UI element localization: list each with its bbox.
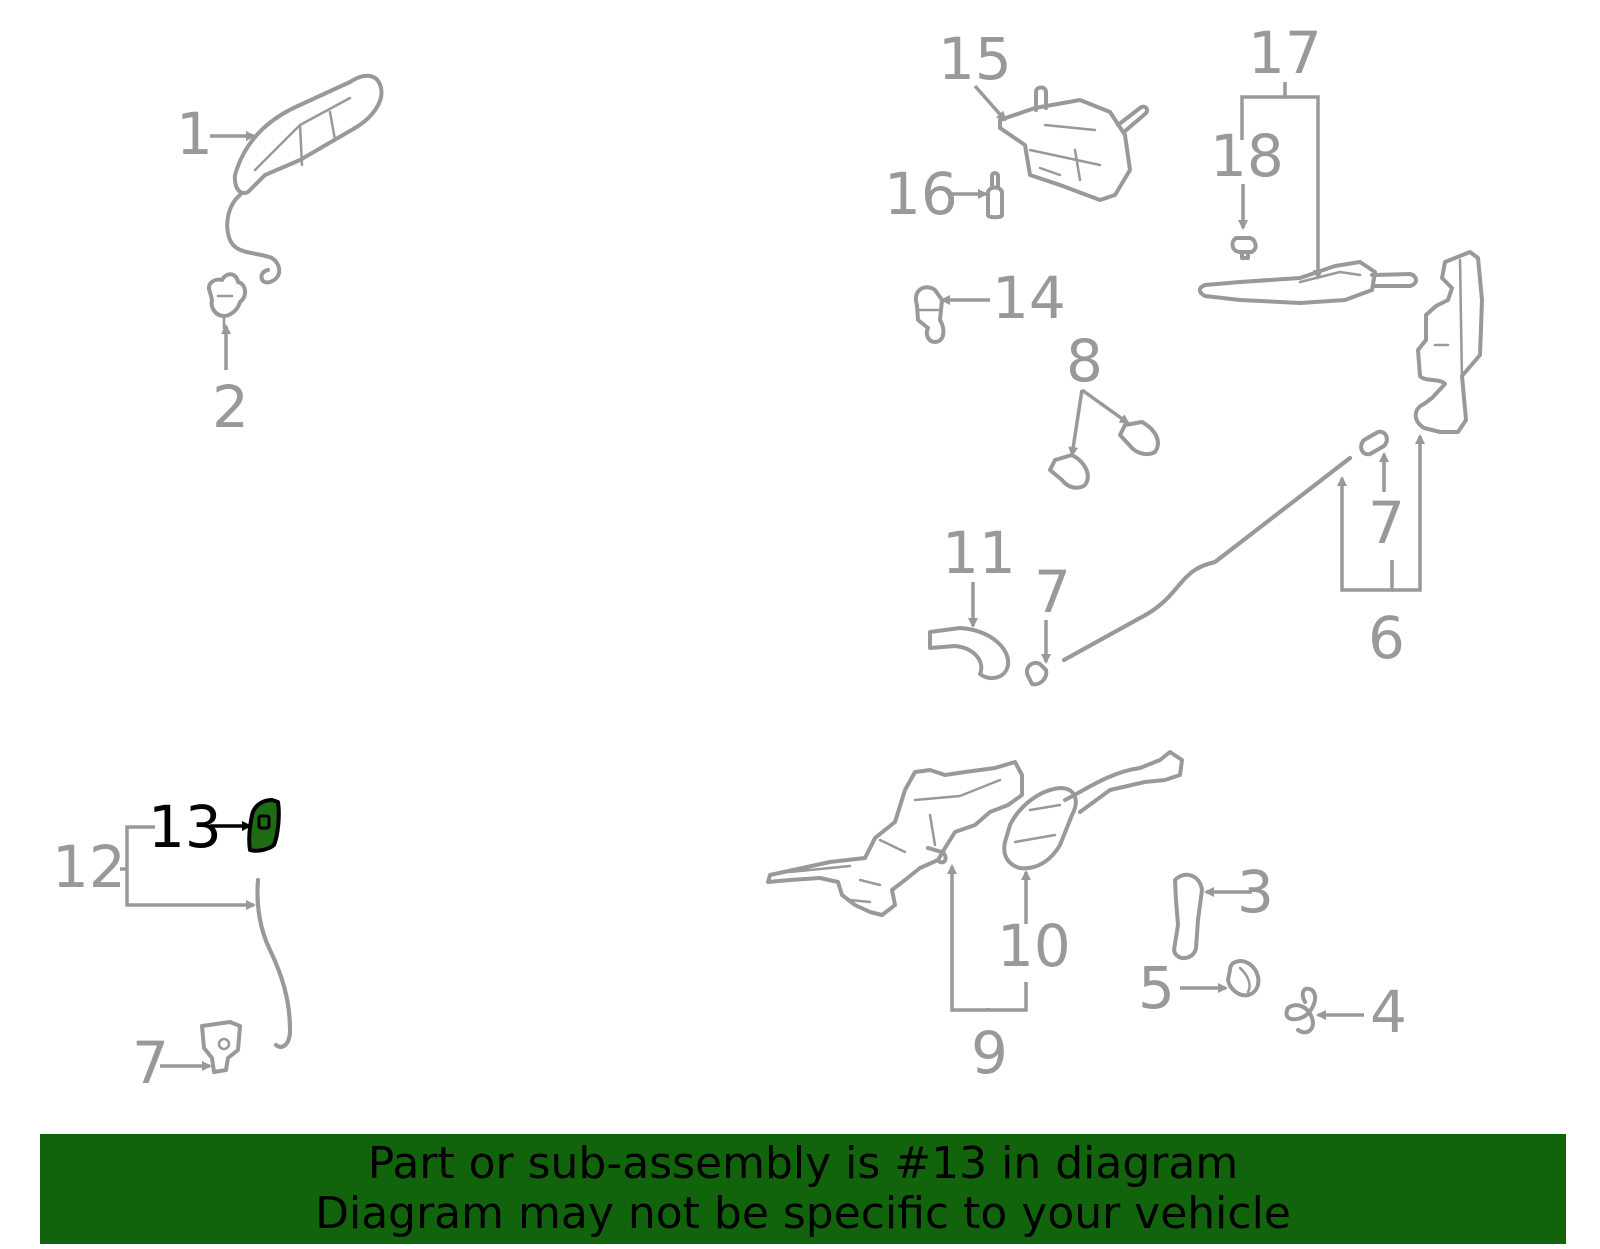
callout-14: 14 xyxy=(992,264,1066,332)
part-3-trim xyxy=(1172,872,1204,960)
callout-7-a: 7 xyxy=(1034,558,1071,626)
part-7-bushing-b xyxy=(1359,429,1389,457)
callout-2: 2 xyxy=(212,373,249,441)
banner-line-1: Part or sub-assembly is #13 in diagram xyxy=(367,1138,1239,1189)
callout-18: 18 xyxy=(1210,122,1284,190)
part-16-connector xyxy=(986,171,1004,220)
callout-4: 4 xyxy=(1370,978,1407,1046)
callout-16: 16 xyxy=(884,160,958,228)
part-1-outside-handle xyxy=(225,73,384,285)
callout-17: 17 xyxy=(1248,19,1322,87)
callout-7-b: 7 xyxy=(1368,489,1405,557)
callout-9: 9 xyxy=(971,1019,1008,1087)
banner-line-2: Diagram may not be specific to your vehi… xyxy=(315,1188,1291,1239)
callout-3: 3 xyxy=(1237,858,1274,926)
part-11-retainer xyxy=(928,626,1011,681)
callout-15: 15 xyxy=(938,25,1012,93)
part-2-clip xyxy=(207,272,247,330)
info-banner: Part or sub-assembly is #13 in diagram D… xyxy=(40,1134,1566,1244)
part-12-rod xyxy=(255,878,292,1049)
callout-5: 5 xyxy=(1138,954,1175,1022)
part-4-clip xyxy=(1284,986,1318,1035)
callout-1: 1 xyxy=(176,100,213,168)
leader-lines xyxy=(120,82,1425,1071)
part-17-linkage xyxy=(1197,260,1418,305)
part-10-inside-handle xyxy=(1002,750,1184,871)
part-7-bushing-a xyxy=(1025,661,1049,687)
callout-12: 12 xyxy=(52,833,126,901)
part-5-cap xyxy=(1226,959,1261,998)
callout-13[interactable]: 13 xyxy=(148,793,222,861)
callout-8: 8 xyxy=(1066,327,1103,395)
part-9-latch xyxy=(766,760,1024,917)
part-15-actuator xyxy=(998,85,1150,202)
part-18-clip xyxy=(1230,236,1258,260)
callout-7-c: 7 xyxy=(132,1029,169,1097)
part-13-highlighted[interactable] xyxy=(247,798,281,853)
part-7-bracket-c xyxy=(200,1020,242,1074)
part-6-bracket xyxy=(1413,250,1484,434)
part-14-clip xyxy=(913,285,946,344)
callout-11: 11 xyxy=(942,519,1016,587)
callout-10: 10 xyxy=(997,912,1071,980)
part-6-lock-rod xyxy=(1062,456,1352,662)
part-8-screws xyxy=(1048,420,1160,490)
callout-6: 6 xyxy=(1368,604,1405,672)
